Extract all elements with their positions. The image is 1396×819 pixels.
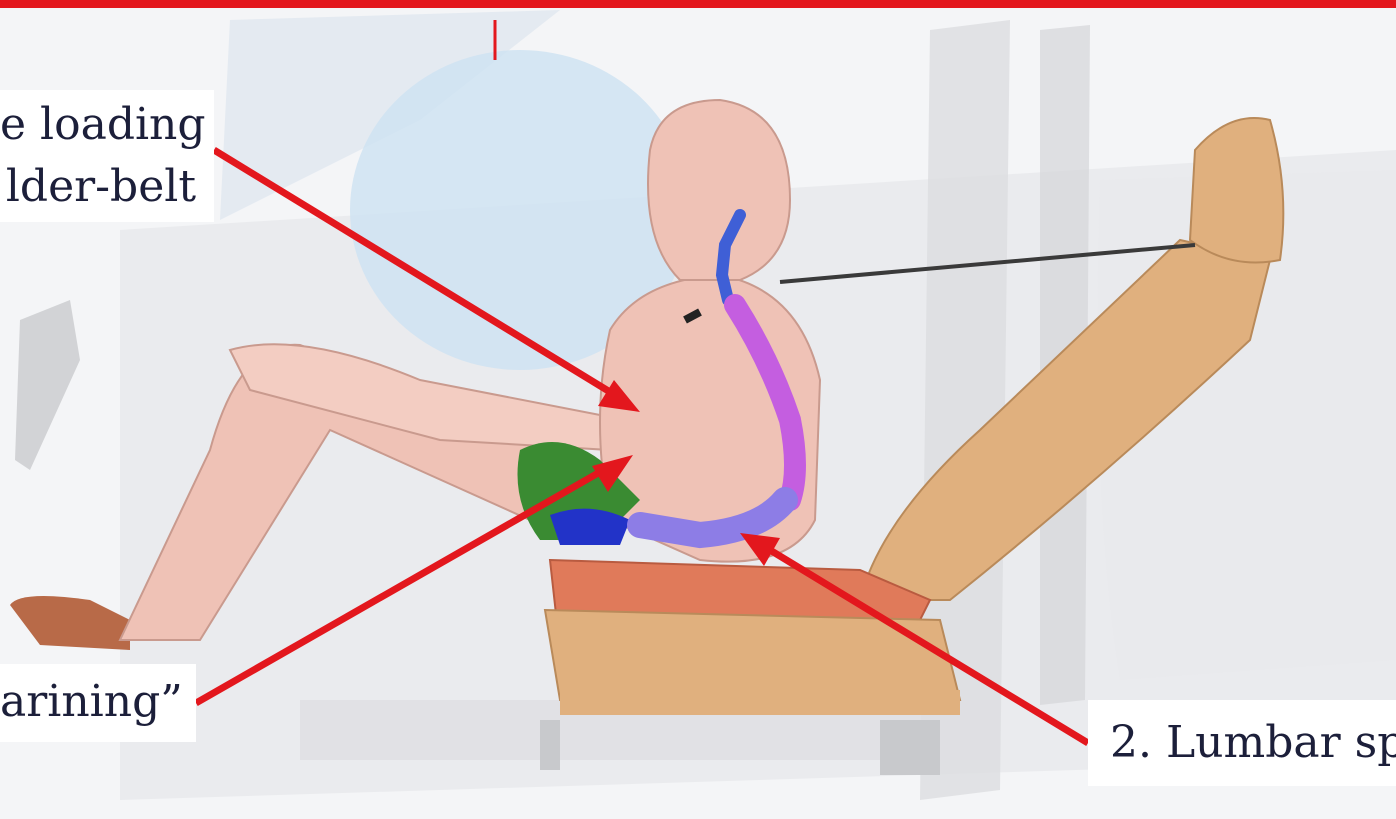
- label-submarining: arining”: [0, 664, 196, 742]
- label-shoulder-belt-loading: e loading lder-belt: [0, 90, 214, 222]
- label-shoulder-belt-line1: e loading: [0, 94, 214, 156]
- label-lumbar-spine: 2. Lumbar sp: [1088, 700, 1396, 786]
- frame-top-border: [0, 0, 1396, 8]
- headrest: [1190, 118, 1283, 263]
- label-shoulder-belt-line2: lder-belt: [0, 156, 214, 218]
